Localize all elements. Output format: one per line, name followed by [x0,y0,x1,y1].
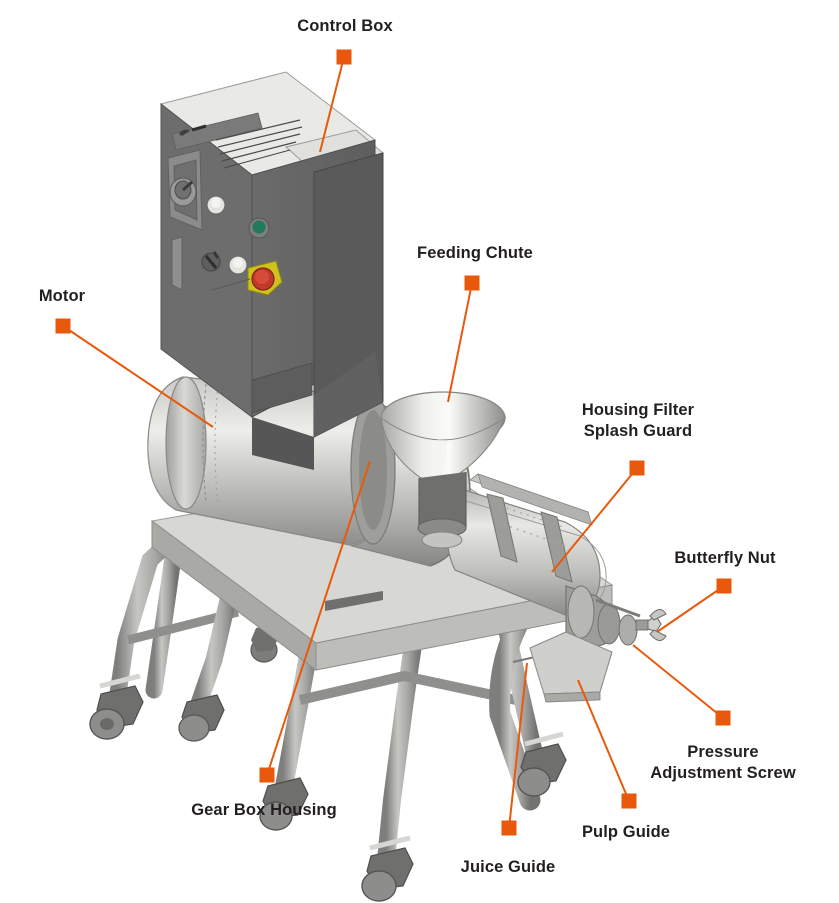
callout-label-text-feeding-chute: Feeding Chute [417,244,533,262]
caster-front-left [259,777,309,831]
push-button-white-lower[interactable] [228,255,248,275]
pressure-adjustment-screw [565,585,641,647]
callout-marker-gear-box-housing[interactable] [259,767,275,783]
caster-front-right [517,731,567,797]
callout-pressure-adjustment-screw [632,644,731,726]
leader-line-juice-guide [508,662,528,829]
brand-logo-icon [179,129,190,136]
leader-line-motor [62,325,214,428]
callout-motor [55,318,214,428]
caster-center-left [178,694,225,742]
key-switch[interactable] [201,251,221,272]
manufacturer-nameplate [171,112,303,169]
push-button-white-upper[interactable] [206,195,226,215]
callout-marker-pressure-adjustment-screw[interactable] [715,710,731,726]
callout-label-text-pulp-guide: Pulp Guide [581,823,671,841]
callout-housing-filter-splash-guard [551,460,645,573]
housing-filter-splash-guard [446,473,607,617]
callout-label-text-butterfly-nut: Butterfly Nut [674,549,776,567]
caster-bottom-center [361,835,414,902]
leader-line-housing-filter-splash-guard [551,467,638,573]
callout-label-text-control-box: Control Box [297,17,393,35]
leader-line-butterfly-nut [656,585,725,633]
callout-label-text-gear-box-housing: Gear Box Housing [191,801,337,819]
emergency-stop-button[interactable] [247,260,283,296]
caster-rear-left [89,673,144,740]
pulp-guide [529,631,613,703]
leader-line-gear-box-housing [266,460,371,776]
callout-label-text-pressure-adjustment-screw: Pressure Adjustment Screw [650,743,796,783]
callout-marker-juice-guide[interactable] [501,820,517,836]
callout-label-text-housing-filter-splash-guard: Housing Filter Splash Guard [581,401,695,441]
feeding-chute [380,391,507,549]
callout-marker-motor[interactable] [55,318,71,334]
callout-label-text-juice-guide: Juice Guide [460,858,556,876]
leader-line-control-box [319,56,345,153]
leader-line-pulp-guide [577,679,630,802]
callout-marker-pulp-guide[interactable] [621,793,637,809]
leader-line-pressure-adjustment-screw [632,644,724,719]
callout-layer [55,49,732,836]
callout-marker-housing-filter-splash-guard[interactable] [629,460,645,476]
callout-marker-feeding-chute[interactable] [464,275,480,291]
callout-gear-box-housing [259,460,371,783]
callout-pulp-guide [577,679,637,809]
leader-line-feeding-chute [447,282,473,403]
rotary-selector-switch[interactable] [169,177,197,207]
callout-marker-butterfly-nut[interactable] [716,578,732,594]
butterfly-nut [635,609,667,641]
callout-butterfly-nut [656,578,732,633]
callout-marker-control-box[interactable] [336,49,352,65]
panel-vent-slot [171,236,183,291]
callout-feeding-chute [447,275,480,403]
indicator-lamp-green[interactable] [248,217,270,239]
callout-juice-guide [501,662,528,836]
callout-label-text-motor: Motor [38,287,86,305]
callout-control-box [319,49,352,153]
